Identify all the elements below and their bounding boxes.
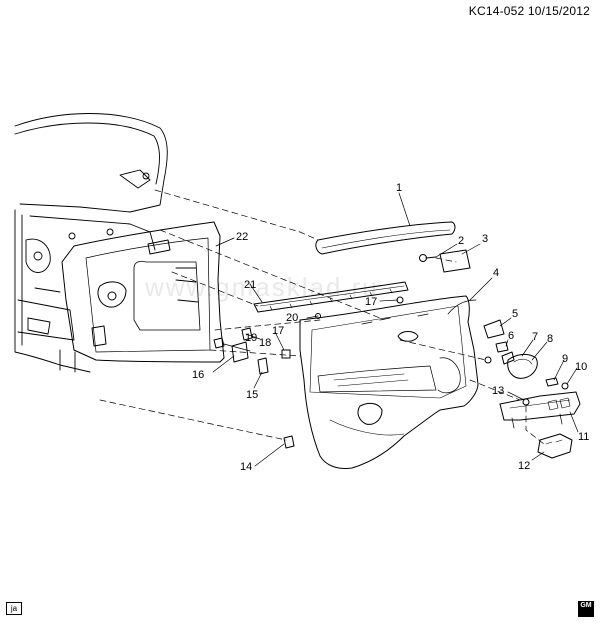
part-9-10-screws (545, 377, 569, 390)
callout-10: 10 (575, 361, 587, 373)
callout-22: 22 (236, 231, 248, 243)
callout-7: 7 (532, 331, 538, 343)
callout-3: 3 (482, 233, 488, 245)
callout-5: 5 (512, 308, 518, 320)
part-6-clip (484, 341, 509, 364)
gm-logo: GM (578, 601, 594, 617)
part-1-upper-trim (315, 221, 456, 255)
callout-1: 1 (396, 182, 402, 194)
callout-12: 12 (518, 460, 530, 472)
callout-2: 2 (458, 235, 464, 247)
callout-9: 9 (562, 353, 568, 365)
part-7-8-handle (501, 351, 538, 379)
callout-14: 14 (240, 461, 252, 473)
part-2-bolt (419, 254, 437, 262)
callout-8: 8 (547, 333, 553, 345)
dashed-alignment-lines (99, 189, 545, 445)
callout-17b: 17 (365, 296, 377, 308)
part-21-belt-seal (253, 281, 409, 313)
callout-6: 6 (508, 330, 514, 342)
callout-19: 19 (245, 332, 257, 344)
callout-20: 20 (286, 312, 298, 324)
language-code-box: ja (6, 602, 22, 615)
callout-11: 11 (578, 431, 589, 443)
callout-15: 15 (246, 389, 258, 401)
part-22-water-deflector (61, 221, 225, 363)
part-12-switch (537, 433, 573, 459)
part-5-pad (483, 319, 505, 339)
callout-13: 13 (492, 385, 504, 397)
part-11-switch-panel (499, 391, 581, 429)
callout-16: 16 (192, 369, 204, 381)
callout-21: 21 (244, 279, 256, 291)
callout-4: 4 (493, 267, 499, 279)
part-4-door-trim-panel (299, 295, 479, 469)
callout-18: 18 (259, 337, 271, 349)
part-3-cover (439, 249, 471, 273)
diagram-code: KC14-052 10/15/2012 (468, 4, 590, 18)
callout-17a: 17 (272, 325, 284, 337)
vehicle-door-frame (14, 113, 168, 373)
callout-labels: 1 2 3 4 5 6 7 8 9 10 11 12 13 14 15 16 1… (192, 182, 589, 473)
leader-lines (212, 192, 579, 467)
